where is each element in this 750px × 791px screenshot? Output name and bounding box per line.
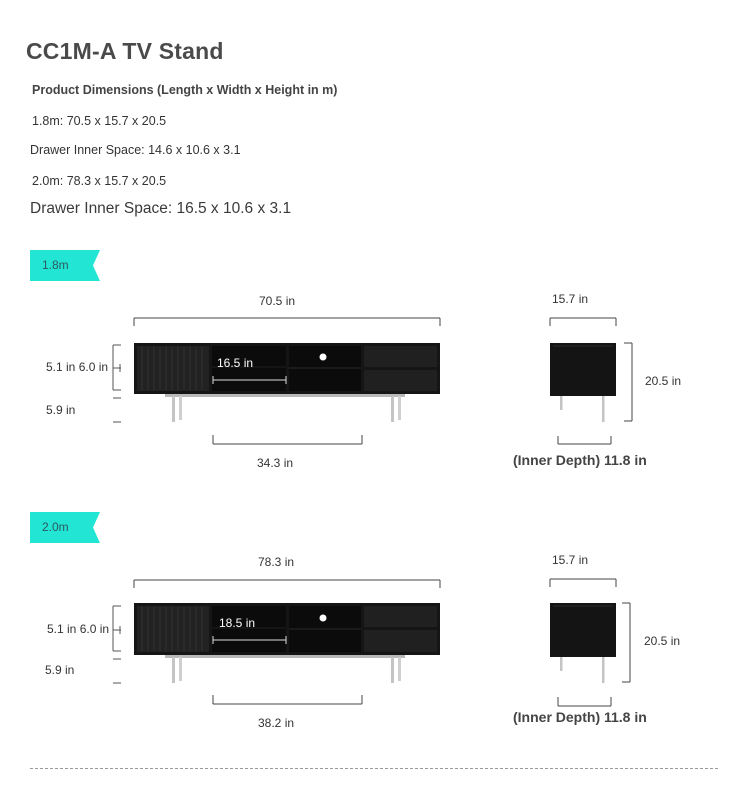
size-badge-1-8m: 1.8m xyxy=(30,250,100,281)
size-badge-2-0m: 2.0m xyxy=(30,512,100,543)
spec-size-1-8m: 1.8m: 70.5 x 15.7 x 20.5 xyxy=(32,114,167,128)
total-height-label-1-8m: 20.5 in xyxy=(645,374,682,388)
depth-label-1-8m: 15.7 in xyxy=(552,292,589,306)
spec-drawer-2-0m: Drawer Inner Space: 16.5 x 10.6 x 3.1 xyxy=(30,200,292,217)
tv-stand-side-1-8m xyxy=(549,317,633,445)
compartment-label-2-0m: 18.5 in xyxy=(219,616,256,630)
spec-drawer-1-8m: Drawer Inner Space: 14.6 x 10.6 x 3.1 xyxy=(30,143,241,157)
spec-size-2-0m: 2.0m: 78.3 x 15.7 x 20.5 xyxy=(32,174,167,188)
tv-stand-front-2-0m xyxy=(112,579,441,705)
length-label-1-8m: 70.5 in xyxy=(259,294,296,308)
leg-span-label-1-8m: 34.3 in xyxy=(257,456,294,470)
leg-span-label-2-0m: 38.2 in xyxy=(258,716,295,730)
inner-depth-label-1-8m: (Inner Depth) 11.8 in xyxy=(513,452,647,468)
dimensions-header: Product Dimensions (Length x Width x Hei… xyxy=(32,83,338,97)
height-pair-label-2-0m: 5.1 in 6.0 in xyxy=(47,622,110,636)
dashed-divider xyxy=(30,768,718,769)
tv-stand-front-1-8m xyxy=(112,317,441,445)
length-label-2-0m: 78.3 in xyxy=(258,555,295,569)
leg-height-label-1-8m: 5.9 in xyxy=(46,403,76,417)
total-height-label-2-0m: 20.5 in xyxy=(644,634,681,648)
height-pair-label-1-8m: 5.1 in 6.0 in xyxy=(46,360,109,374)
inner-depth-label-2-0m: (Inner Depth) 11.8 in xyxy=(513,709,647,725)
compartment-label-1-8m: 16.5 in xyxy=(217,356,254,370)
page-title: CC1M-A TV Stand xyxy=(26,38,224,64)
leg-height-label-2-0m: 5.9 in xyxy=(45,663,75,677)
depth-label-2-0m: 15.7 in xyxy=(552,553,589,567)
tv-stand-side-2-0m xyxy=(549,578,631,707)
